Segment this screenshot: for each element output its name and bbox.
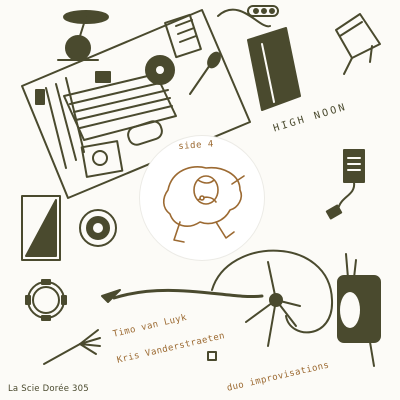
- speaker-icon: [247, 27, 301, 111]
- tape-reel-icon: [145, 55, 175, 85]
- music-box-icon: [80, 13, 202, 178]
- table-icon: [21, 9, 251, 199]
- roll-icon: [79, 209, 117, 247]
- plug-icon: [325, 181, 356, 220]
- table-microphone-icon: [189, 51, 221, 95]
- cable-icon: [217, 5, 279, 28]
- microphone-stand-icon: [101, 249, 334, 361]
- tambourine-icon: [25, 279, 67, 321]
- cymbal-icon: [57, 10, 109, 61]
- record-label: La Scie Dorée 305: [8, 384, 89, 394]
- vinyl-label: [140, 136, 264, 260]
- piano-icon: [335, 13, 381, 75]
- triangle-icon: [21, 195, 61, 261]
- brushes-icon: [43, 329, 101, 365]
- tom-drum-icon: [337, 253, 381, 367]
- player-icon: [127, 120, 163, 146]
- figure-illustration: [162, 166, 245, 243]
- amplifier-icon: [343, 149, 365, 183]
- sticks-icon: [35, 77, 85, 169]
